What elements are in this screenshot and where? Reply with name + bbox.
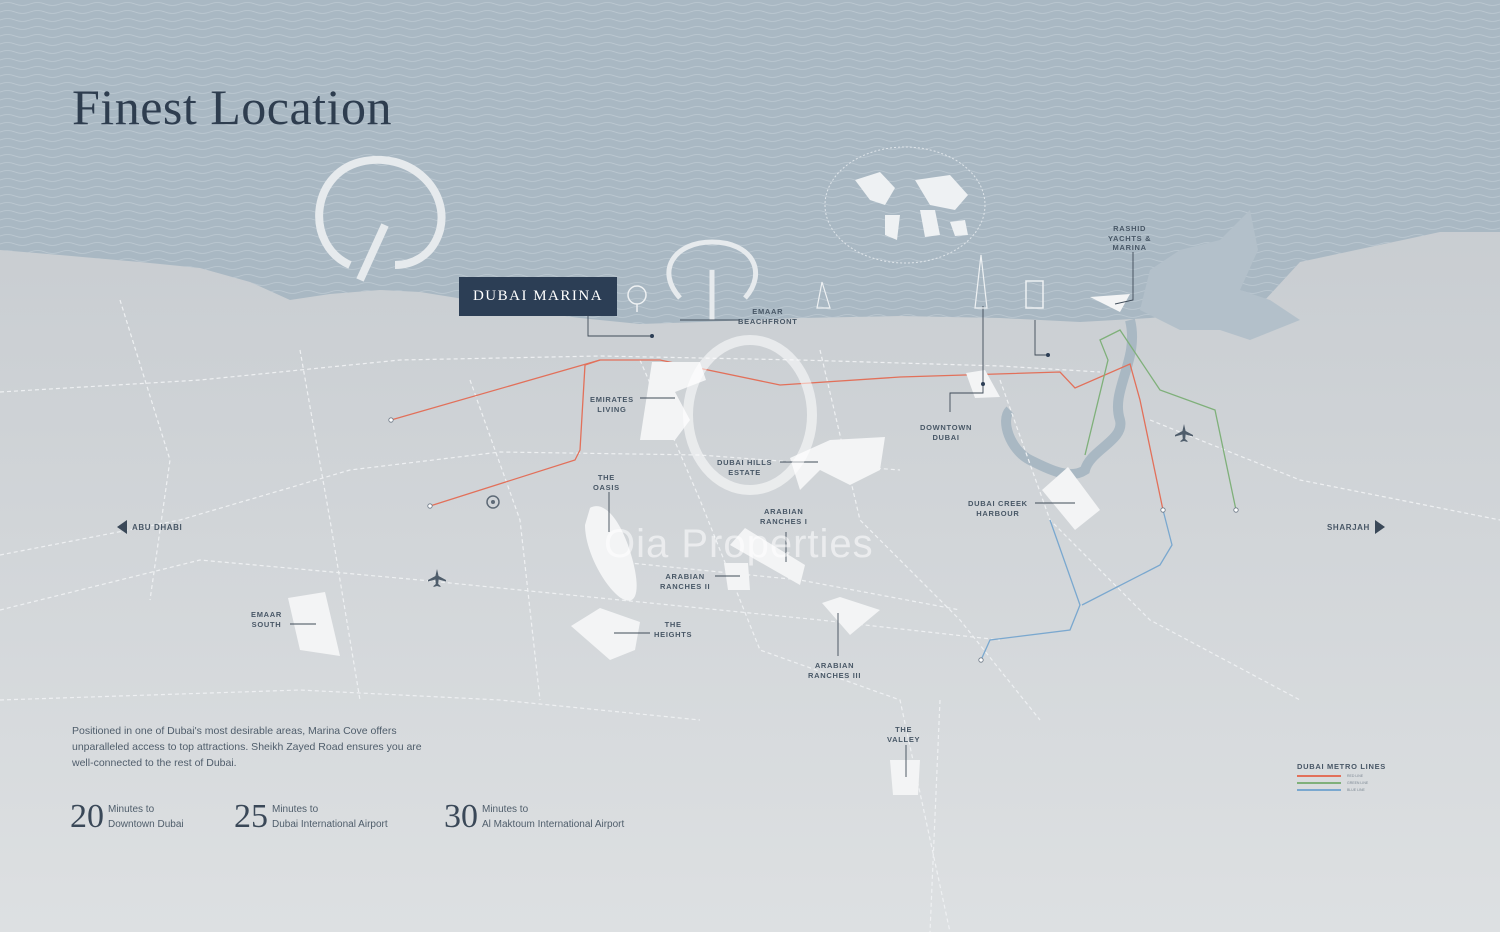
legend-green-line: GREEN LINE: [1297, 781, 1386, 785]
airplane-icon-dxb: [1175, 424, 1193, 442]
airplane-icon-dwc: [428, 569, 446, 587]
the-heights-area: [571, 608, 640, 660]
burj-al-arab-icon: [816, 281, 831, 309]
arabian-ranches-2-area: [724, 563, 750, 590]
legend-title: DUBAI METRO LINES: [1297, 762, 1386, 771]
watermark-text: Oia Properties: [604, 522, 874, 566]
the-valley-area: [890, 760, 920, 795]
direction-sharjah: SHARJAH: [1327, 520, 1385, 534]
stat-number: 20: [70, 798, 104, 835]
dubai-frame-icon: [1025, 280, 1044, 309]
palm-jumeirah: [666, 239, 758, 320]
arabian-ranches-3-area: [822, 597, 880, 635]
developments: [288, 294, 1130, 795]
metro-legend: DUBAI METRO LINES RED LINE GREEN LINE BL…: [1297, 762, 1386, 792]
the-oasis-area: [585, 506, 637, 601]
metro-green-line: [1084, 329, 1237, 511]
legend-blue-line: BLUE LINE: [1297, 788, 1386, 792]
stat-number: 30: [444, 798, 478, 835]
arrow-right-icon: [1374, 520, 1385, 534]
dubai-creek-harbour-area: [1042, 467, 1100, 530]
metro-red-branch: [429, 359, 601, 507]
metro-blue-line: [980, 509, 1173, 661]
expo-icon: [486, 495, 500, 509]
page-title: Finest Location: [72, 79, 392, 135]
metro-terminals: [388, 417, 1239, 663]
dubai-creek: [1001, 318, 1137, 480]
intro-paragraph: Positioned in one of Dubai's most desira…: [72, 725, 422, 769]
palm-jebel-ali: [315, 155, 446, 282]
watermark-ring: [683, 335, 817, 495]
legend-red-line: RED LINE: [1297, 774, 1386, 778]
arabian-ranches-1-area: [730, 528, 805, 585]
burj-khalifa-icon: [974, 254, 988, 309]
dubai-hills-area: [790, 437, 885, 490]
leader-dots: [650, 334, 1050, 386]
ain-dubai-icon: [627, 285, 647, 312]
creek-land: [1140, 210, 1300, 340]
rashid-marina-area: [1090, 294, 1130, 312]
direction-abu-dhabi: ABU DHABI: [117, 520, 182, 534]
world-islands: [824, 146, 986, 264]
arrow-left-icon: [117, 520, 127, 534]
stat-number: 25: [234, 798, 268, 835]
dubai-marina-badge: DUBAI MARINA: [459, 277, 617, 316]
leader-lines: [290, 252, 1134, 777]
